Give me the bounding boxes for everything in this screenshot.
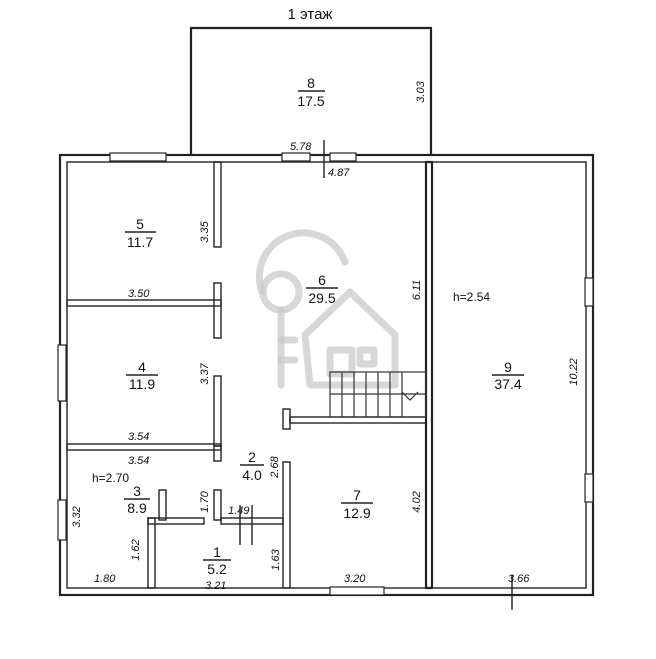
dimension-labels: 5.78 4.87 3.03 3.35 3.50 6.11 3.37 3.54 … xyxy=(71,80,580,592)
dimension-label: 4.87 xyxy=(328,167,350,179)
dimension-label: 1.49 xyxy=(228,505,249,517)
dimension-label: 2.68 xyxy=(269,455,281,478)
room-area: 29.5 xyxy=(308,290,335,306)
room-number: 6 xyxy=(318,272,326,288)
room-area: 12.9 xyxy=(343,505,370,521)
dimension-label: 3.50 xyxy=(128,288,150,300)
dimension-label: 3.03 xyxy=(415,80,427,102)
room-area: 11.7 xyxy=(127,234,153,250)
room-number: 5 xyxy=(136,216,144,232)
room-number: 9 xyxy=(504,359,512,375)
dimension-label: 6.11 xyxy=(411,280,423,301)
watermark-logo xyxy=(255,229,399,389)
room-area: 4.0 xyxy=(242,467,262,483)
dimension-label: 1.70 xyxy=(199,490,211,512)
interior-walls xyxy=(66,160,434,590)
dimension-label: 3.66 xyxy=(508,573,530,585)
staircase xyxy=(329,371,427,418)
porch-outline xyxy=(189,26,433,155)
room-area: 37.4 xyxy=(494,376,521,392)
room-number: 8 xyxy=(307,75,315,91)
ceiling-height-room-9: h=2.54 xyxy=(453,290,490,304)
room-labels: 8 17.5 5 11.7 6 29.5 4 11.9 9 37.4 2 4.0… xyxy=(124,75,524,577)
dimension-label: 1.63 xyxy=(270,548,282,570)
dimension-label: 3.20 xyxy=(344,573,366,585)
dimension-label: 1.62 xyxy=(130,539,142,560)
room-area: 17.5 xyxy=(297,93,324,109)
dimension-label: 4.02 xyxy=(411,491,423,512)
room-number: 4 xyxy=(138,359,146,375)
room-area: 5.2 xyxy=(207,561,227,577)
room-number: 1 xyxy=(213,544,221,560)
dimension-label: 5.78 xyxy=(290,141,312,153)
dimension-label: 3.37 xyxy=(199,362,211,384)
room-area: 11.9 xyxy=(129,376,155,392)
dimension-label: 10.22 xyxy=(568,358,580,386)
room-area: 8.9 xyxy=(127,500,147,516)
dimension-label: 3.21 xyxy=(205,580,226,592)
dimension-label: 3.32 xyxy=(71,506,83,527)
dimension-label: 3.35 xyxy=(199,220,211,242)
dimension-label: 3.54 xyxy=(128,455,149,467)
windows xyxy=(57,140,594,610)
floor-title: 1 этаж xyxy=(288,6,333,23)
ceiling-height-room-3: h=2.70 xyxy=(92,471,129,485)
room-number: 3 xyxy=(133,483,141,499)
room-number: 7 xyxy=(353,487,361,503)
dimension-label: 1.80 xyxy=(94,573,116,585)
dimension-label: 3.54 xyxy=(128,431,149,443)
room-number: 2 xyxy=(248,449,256,465)
